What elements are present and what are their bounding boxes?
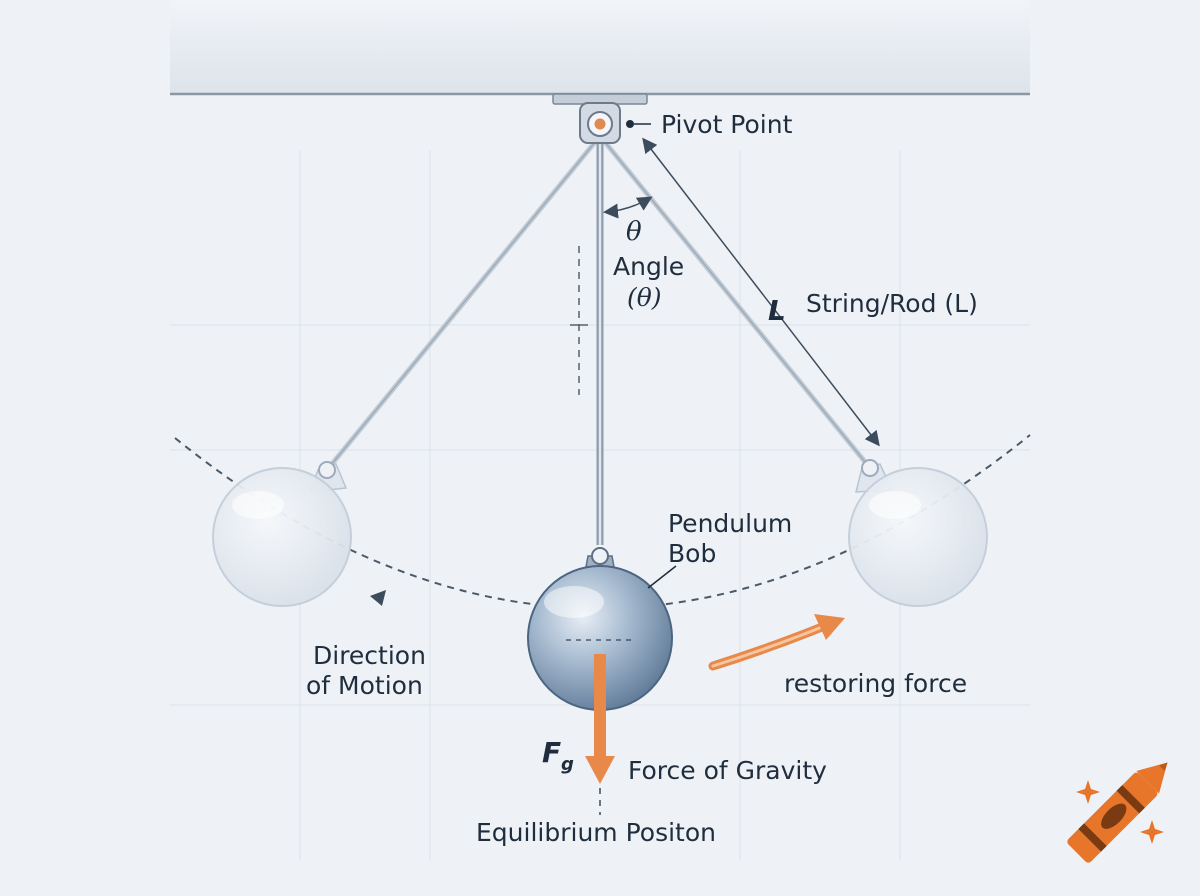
fg-symbol: F [542, 736, 561, 769]
string-rod-label: String/Rod (L) [806, 289, 978, 318]
pivot-point-icon [594, 118, 606, 130]
crayon-icon [1067, 762, 1168, 863]
gravity-force-arrow [585, 654, 615, 784]
length-symbol: L [768, 294, 786, 327]
direction-of-motion-label-line1: Direction [313, 641, 426, 670]
angle-label: Angle [613, 252, 684, 281]
fg-subscript: g [561, 754, 574, 775]
pendulum-bob-label-line2: Bob [668, 539, 716, 568]
pendulum-bob [527, 547, 673, 711]
direction-arrowhead [370, 590, 386, 606]
angle-label-symbol: (θ) [627, 283, 662, 312]
ceiling [170, 0, 1030, 96]
restoring-force-arrow [708, 614, 845, 671]
pivot-point-label: Pivot Point [661, 110, 793, 139]
length-dimension-arrow [642, 137, 880, 447]
force-of-gravity-label: Force of Gravity [628, 756, 827, 785]
pivot-mount [552, 93, 648, 144]
equilibrium-position-label: Equilibrium Positon [476, 818, 716, 847]
pendulum-bob-label-line1: Pendulum [668, 509, 792, 538]
theta-symbol: θ [626, 217, 642, 247]
bob-leader-line [647, 565, 677, 589]
right-ghost-bob [848, 459, 988, 607]
left-ghost-bob [212, 461, 352, 607]
pivot-label-group: Pivot Point [626, 110, 793, 139]
strings [325, 134, 872, 545]
direction-of-motion-label-line2: of Motion [306, 671, 423, 700]
angle-arc-arrow [603, 196, 653, 219]
restoring-force-label: restoring force [784, 669, 967, 698]
